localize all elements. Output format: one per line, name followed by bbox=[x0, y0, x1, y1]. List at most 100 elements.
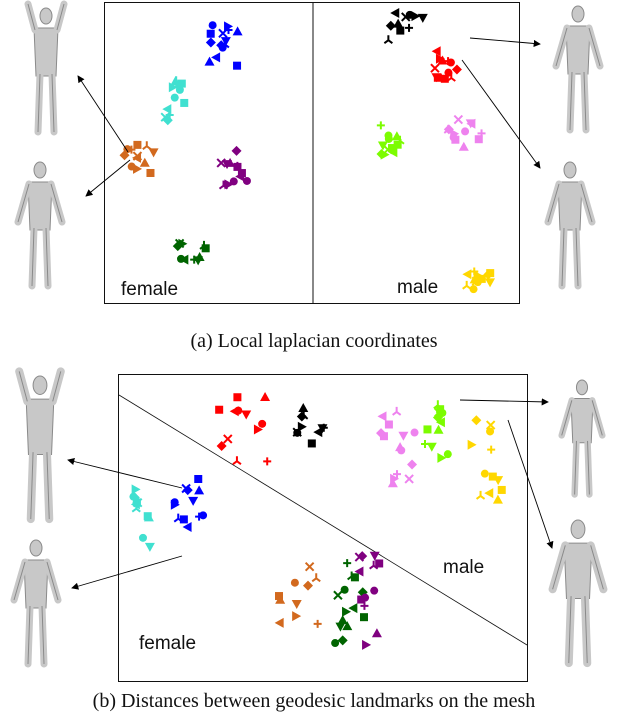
cluster-blue-point bbox=[194, 485, 205, 495]
cluster-orange-point bbox=[139, 157, 150, 167]
panel-b-scatter bbox=[119, 392, 527, 650]
cluster-blue-point bbox=[179, 515, 188, 524]
cluster-lime-point bbox=[384, 131, 393, 140]
cluster-lime-point bbox=[377, 141, 388, 151]
male-figure-3 bbox=[558, 379, 606, 498]
cluster-orange-point bbox=[127, 145, 136, 154]
cluster-orange-point bbox=[127, 162, 136, 171]
cluster-blue-point bbox=[188, 496, 199, 506]
cluster-cyan-point bbox=[180, 98, 189, 107]
cluster-green-point bbox=[199, 240, 209, 250]
cluster-yellow-point bbox=[462, 269, 472, 280]
male-figure-4 bbox=[548, 519, 608, 668]
cluster-black-point bbox=[411, 11, 421, 22]
cluster-yellow-point bbox=[485, 278, 496, 288]
cluster-orange-point bbox=[291, 599, 302, 609]
cluster-black-point bbox=[299, 410, 309, 420]
cluster-red-point bbox=[435, 53, 445, 64]
cluster-red-point bbox=[258, 419, 267, 428]
cluster-blue-point bbox=[194, 475, 203, 484]
cluster-blue-point bbox=[216, 40, 227, 51]
female-figure-2 bbox=[14, 161, 66, 290]
cluster-cyan-point bbox=[168, 82, 178, 93]
cluster-lime-point bbox=[423, 425, 432, 434]
cluster-purple-point bbox=[371, 628, 382, 638]
cluster-pink-point bbox=[379, 432, 388, 441]
cluster-orange-point bbox=[119, 150, 130, 161]
cluster-lime-point bbox=[433, 400, 443, 410]
cluster-red-point bbox=[260, 392, 271, 402]
female-figure-3 bbox=[15, 367, 65, 524]
cluster-pink-point bbox=[395, 442, 406, 452]
cluster-orange-point bbox=[146, 168, 155, 177]
cluster-pink-point bbox=[458, 141, 469, 151]
cluster-green-point bbox=[340, 585, 349, 594]
cluster-black-point bbox=[307, 439, 316, 448]
cluster-yellow-point bbox=[486, 269, 495, 278]
cluster-green-point bbox=[174, 238, 185, 249]
cluster-blue-point bbox=[181, 483, 191, 494]
cluster-yellow-point bbox=[480, 469, 489, 478]
cluster-lime-point bbox=[380, 149, 390, 160]
cluster-red-point bbox=[229, 406, 239, 417]
cluster-cyan-point bbox=[171, 76, 181, 86]
cluster-cyan-point bbox=[131, 503, 141, 513]
cluster-pink-point bbox=[453, 114, 464, 125]
cluster-purple-point bbox=[229, 177, 238, 186]
cluster-blue-point bbox=[224, 25, 233, 34]
cluster-red-point bbox=[440, 74, 449, 83]
cluster-lime-point bbox=[437, 452, 447, 463]
cluster-black-point bbox=[393, 18, 404, 28]
female-figure-4 bbox=[10, 539, 62, 668]
cluster-pink-point bbox=[384, 420, 393, 429]
cluster-purple-point bbox=[354, 552, 365, 562]
cluster-yellow-point bbox=[477, 274, 486, 283]
cluster-pink-point bbox=[461, 127, 470, 136]
cluster-lime-point bbox=[421, 439, 430, 448]
cluster-orange-point bbox=[313, 619, 322, 628]
cluster-red-point bbox=[223, 434, 233, 444]
cluster-red-point bbox=[216, 440, 227, 451]
cluster-green-point bbox=[190, 255, 199, 264]
cluster-red-point bbox=[430, 63, 440, 73]
cluster-red-point bbox=[446, 72, 456, 82]
cluster-pink-point bbox=[407, 459, 418, 470]
cluster-purple-point bbox=[369, 560, 379, 570]
cluster-orange-point bbox=[304, 561, 315, 572]
panel-a-plot: female male bbox=[104, 2, 520, 304]
panel-b-male-label: male bbox=[443, 557, 485, 578]
cluster-purple-point bbox=[242, 176, 251, 185]
cluster-orange-point bbox=[275, 594, 286, 604]
cluster-red-point bbox=[241, 410, 252, 420]
cluster-pink-point bbox=[443, 124, 453, 134]
panel-b-plot: female male bbox=[118, 374, 528, 682]
cluster-green-point bbox=[179, 254, 189, 265]
cluster-cyan-point bbox=[129, 492, 140, 503]
cluster-orange-point bbox=[290, 578, 299, 587]
cluster-orange-point bbox=[292, 611, 302, 622]
cluster-blue-point bbox=[211, 52, 221, 63]
cluster-black-point bbox=[383, 35, 393, 45]
cluster-pink-point bbox=[387, 478, 398, 488]
cluster-green-point bbox=[337, 635, 348, 646]
male-figure-1 bbox=[552, 5, 604, 134]
cluster-blue-point bbox=[233, 61, 242, 70]
cluster-red-point bbox=[263, 457, 272, 466]
cluster-green-point bbox=[350, 573, 359, 582]
cluster-yellow-point bbox=[484, 488, 494, 499]
female-figure-1 bbox=[24, 0, 68, 136]
cluster-green-point bbox=[342, 621, 353, 631]
cluster-lime-point bbox=[433, 424, 444, 434]
cluster-pink-point bbox=[376, 428, 387, 439]
cluster-lime-point bbox=[388, 144, 397, 153]
cluster-green-point bbox=[357, 587, 368, 598]
cluster-pink-point bbox=[377, 411, 387, 422]
cluster-black-point bbox=[319, 423, 328, 432]
cluster-purple-point bbox=[375, 559, 384, 568]
panel-a-female-label: female bbox=[121, 279, 179, 300]
cluster-black-point bbox=[417, 13, 428, 23]
cluster-pink-point bbox=[451, 135, 460, 144]
cluster-blue-point bbox=[232, 26, 243, 36]
cluster-blue-point bbox=[204, 56, 215, 66]
cluster-yellow-point bbox=[475, 490, 486, 500]
